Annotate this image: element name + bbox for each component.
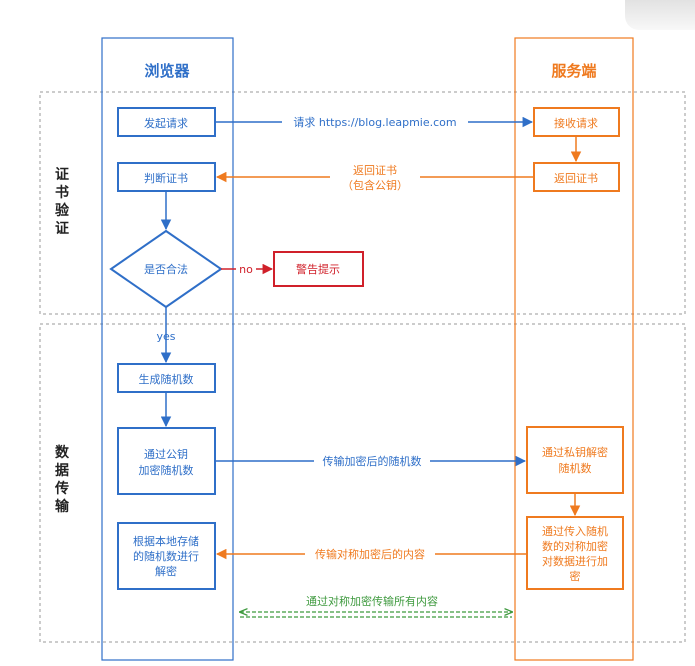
encrypt-random-label-line: 加密随机数	[139, 463, 194, 477]
decrypt-content-box	[117, 522, 216, 590]
server-decrypt-label-line: 通过私钥解密	[542, 445, 608, 459]
send-encrypted-content-label-bg	[305, 545, 435, 561]
section-data-char: 传	[54, 480, 69, 497]
server-lane-title: 服务端	[551, 62, 596, 80]
no-label: no	[239, 263, 253, 276]
server-encrypt-label-line: 对数据进行加	[542, 554, 608, 568]
return-cert-box	[533, 162, 620, 192]
judge-cert-label: 判断证书	[144, 171, 188, 185]
section-cert-char: 书	[55, 184, 69, 201]
section-cert-char: 验	[55, 202, 70, 219]
warning-box	[273, 251, 364, 287]
section-data-char: 据	[55, 462, 69, 479]
send-encrypted-random-label-bg	[314, 452, 430, 468]
server-decrypt-label-line: 随机数	[559, 461, 592, 475]
section-data-char: 数	[55, 444, 70, 461]
warning-label: 警告提示	[296, 262, 340, 276]
section-cert-label: 证 书 验 证	[55, 167, 70, 237]
is-valid-label: 是否合法	[144, 262, 188, 276]
section-cert-char: 证	[55, 167, 69, 183]
decrypt-content-label-line: 根据本地存储	[133, 534, 199, 548]
server-decrypt-box	[526, 426, 624, 494]
browser-lane-title: 浏览器	[144, 62, 190, 80]
return-cert-label-bg	[330, 162, 420, 192]
encrypt-random-label-line: 通过公钥	[144, 447, 188, 461]
judge-cert-box	[117, 162, 216, 192]
server-lane	[514, 37, 634, 661]
request-label-bg	[282, 113, 468, 129]
server-encrypt-box	[526, 516, 624, 590]
receive-request-box	[533, 107, 620, 137]
gen-random-label: 生成随机数	[139, 372, 194, 386]
send-request-label: 发起请求	[144, 116, 188, 130]
server-encrypt-label-line: 密	[570, 569, 581, 583]
section-cert-frame	[39, 91, 686, 315]
window-corner-shadow	[625, 0, 695, 30]
return-cert-label: 返回证书	[554, 172, 598, 185]
all-content-label: 通过对称加密传输所有内容	[306, 594, 438, 608]
server-encrypt-label-line: 数的对称加密	[542, 539, 608, 553]
request-label: 请求 https://blog.leapmie.com	[293, 116, 456, 129]
section-data-label: 数 据 传 输	[54, 444, 70, 515]
no-label-bg	[236, 261, 256, 276]
return-cert-arrow-label: （包含公钥）	[342, 178, 408, 192]
return-cert-arrow-label: 返回证书	[353, 164, 397, 177]
section-cert-char: 证	[55, 221, 69, 237]
encrypt-random-box	[117, 427, 216, 495]
section-data-frame	[39, 323, 686, 643]
section-data-char: 输	[55, 498, 70, 515]
send-encrypted-content-label: 传输对称加密后的内容	[315, 547, 425, 561]
yes-label: yes	[156, 330, 175, 343]
browser-lane	[101, 37, 234, 661]
decrypt-content-label-line: 解密	[155, 564, 177, 578]
decrypt-content-label-line: 的随机数进行	[133, 549, 199, 563]
server-encrypt-label-line: 通过传入随机	[542, 524, 608, 538]
send-encrypted-random-label: 传输加密后的随机数	[323, 454, 422, 468]
receive-request-label: 接收请求	[554, 116, 598, 130]
